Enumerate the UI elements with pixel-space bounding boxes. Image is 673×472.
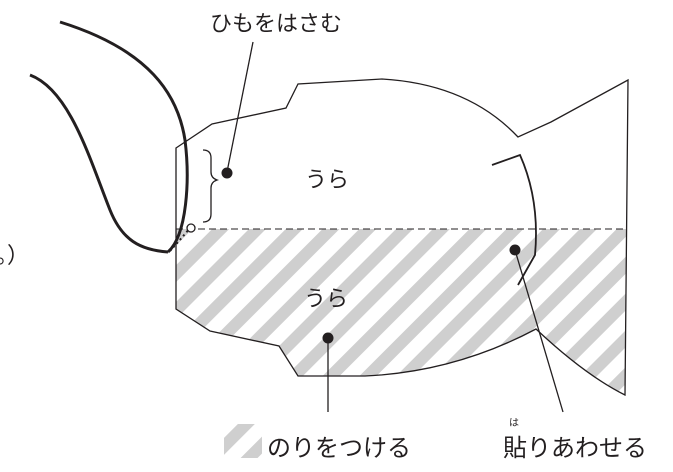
label-apply-glue: のりをつける [267, 434, 411, 462]
glue-area-hatch [176, 229, 627, 395]
string-outer [59, 20, 189, 254]
string-hole [186, 223, 196, 233]
furigana-ha: は [509, 418, 519, 429]
dot-hold-string [221, 167, 233, 179]
string-area-brace [202, 149, 220, 223]
label-back-lower: うら [304, 287, 349, 312]
string-hidden-part [169, 227, 191, 252]
string-inner [29, 73, 169, 254]
label-hold-string: ひもをはさむ [210, 12, 343, 37]
label-back-upper: うら [305, 168, 350, 193]
dot-glue [322, 332, 334, 344]
leader-stick [514, 249, 564, 413]
gill-line [491, 153, 537, 286]
dot-stick [509, 244, 521, 256]
edge-text-fragment: 。） [0, 244, 30, 269]
leader-hold-string [226, 41, 254, 173]
label-stick-together: 貼りあわせる [503, 434, 647, 462]
glue-legend-swatch [224, 424, 262, 458]
fish-outline [175, 78, 629, 397]
